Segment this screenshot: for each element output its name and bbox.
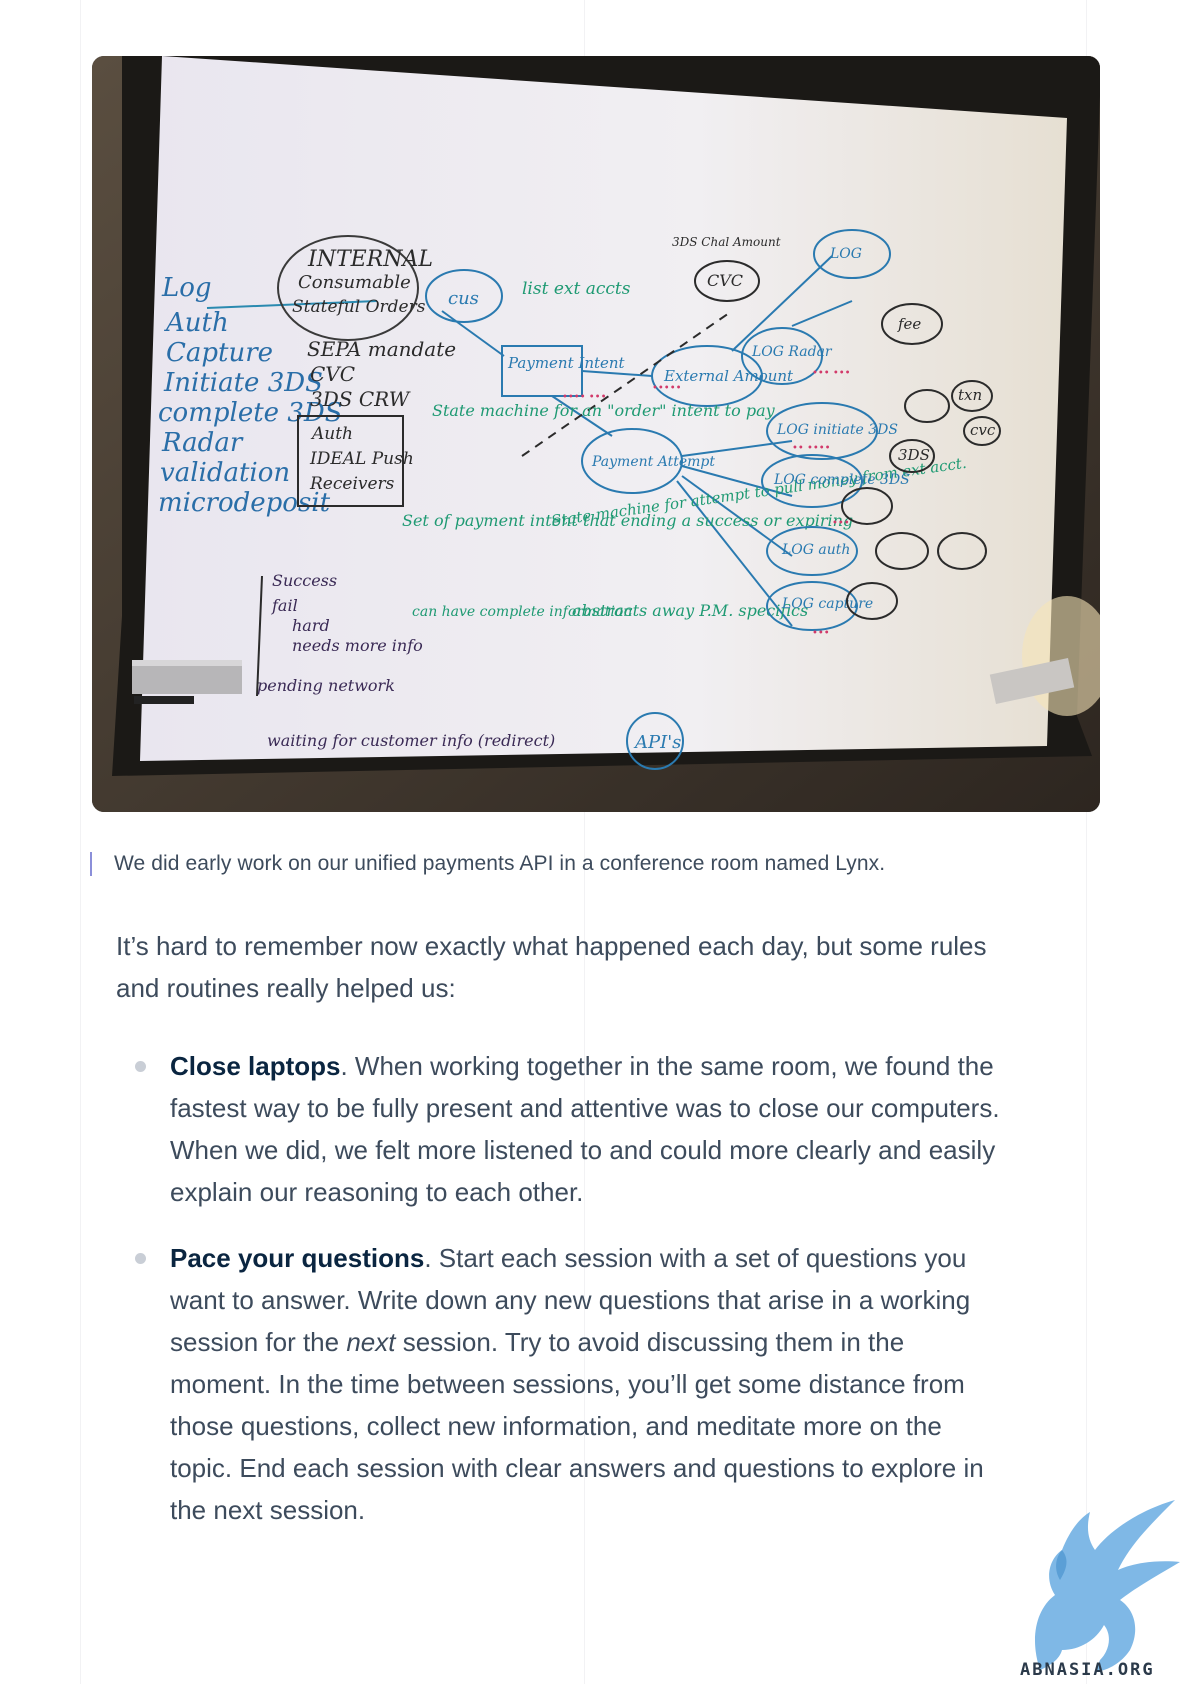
wb-internal-sub2: Stateful Orders xyxy=(292,297,426,317)
watermark-text: ABNASIA.ORG xyxy=(1020,1660,1155,1680)
point-title: Pace your questions xyxy=(170,1243,425,1273)
svg-text:•••••: ••••• xyxy=(652,383,682,394)
list-item: Close laptops. When working together in … xyxy=(116,1045,1006,1213)
intro-paragraph: It’s hard to remember now exactly what h… xyxy=(116,925,996,1009)
svg-text:•• ••••: •• •••• xyxy=(792,443,831,454)
caption-bar xyxy=(90,852,92,876)
intro-text: It’s hard to remember now exactly what h… xyxy=(116,931,987,1003)
wb-cus: cus xyxy=(448,288,479,309)
svg-text:•••: ••• xyxy=(812,628,830,639)
figure-caption: We did early work on our unified payment… xyxy=(90,852,1090,876)
point-title: Close laptops xyxy=(170,1051,341,1081)
wb-internal-title: INTERNAL xyxy=(307,247,433,272)
wb-apis: API's xyxy=(633,732,681,753)
wb-external-amount: External Amount xyxy=(663,367,794,385)
wb-top-note: 3DS Chal Amount xyxy=(672,235,781,249)
list-item: Pace your questions. Start each session … xyxy=(116,1237,1006,1531)
guide-line xyxy=(80,0,81,1684)
wb-payment-intent: Payment Intent xyxy=(507,354,626,372)
wb-list-ext: list ext accts xyxy=(522,279,631,299)
wb-fee-txn: fee txn cvc 3DS xyxy=(897,315,1000,464)
svg-text:•••• •••: •••• ••• xyxy=(562,392,606,403)
point-text: session. Try to avoid discussing them in… xyxy=(170,1327,984,1525)
bullet-icon xyxy=(135,1061,146,1072)
griffin-logo-icon xyxy=(1035,1500,1180,1672)
guide-line xyxy=(584,0,585,1684)
wb-internal-sub1: Consumable xyxy=(298,272,411,293)
svg-text:••• •••: ••• ••• xyxy=(812,368,851,379)
wb-state-machine-1: State machine for an "order" intent to p… xyxy=(432,401,776,420)
wb-right-labels: LOG LOG Radar LOG initiate 3DS LOG compl… xyxy=(751,246,914,612)
wb-set-payment: Set of payment intent that ending a succ… xyxy=(402,511,853,530)
svg-text:•••: ••• xyxy=(832,518,850,529)
wb-abstracts: abstracts away P.M. specifics xyxy=(572,601,808,620)
bullet-icon xyxy=(135,1253,146,1264)
wb-can-have: can have complete information xyxy=(412,604,632,620)
guide-line xyxy=(1086,0,1087,1684)
wb-internal-list: SEPA mandate CVC 3DS CRW xyxy=(307,337,462,411)
rules-list: Close laptops. When working together in … xyxy=(116,1045,1006,1555)
point-text: . When working together in the same room… xyxy=(170,1051,1000,1207)
caption-text: We did early work on our unified payment… xyxy=(114,852,886,875)
point-emphasis: next xyxy=(346,1327,396,1357)
wb-cvc-node: CVC xyxy=(707,271,743,290)
wb-bottom-list: Success fail hard needs more info pendin… xyxy=(257,571,555,750)
wb-payment-attempt: Payment Attempt xyxy=(591,454,715,470)
point-text: . Start each session with a set of quest… xyxy=(170,1243,971,1357)
wb-box-list: Auth IDEAL Push Receivers xyxy=(309,424,419,494)
whiteboard-photo: Log Auth Capture Initiate 3DS complete 3… xyxy=(92,56,1100,812)
wb-left-list: Log Auth Capture Initiate 3DS complete 3… xyxy=(158,273,351,518)
